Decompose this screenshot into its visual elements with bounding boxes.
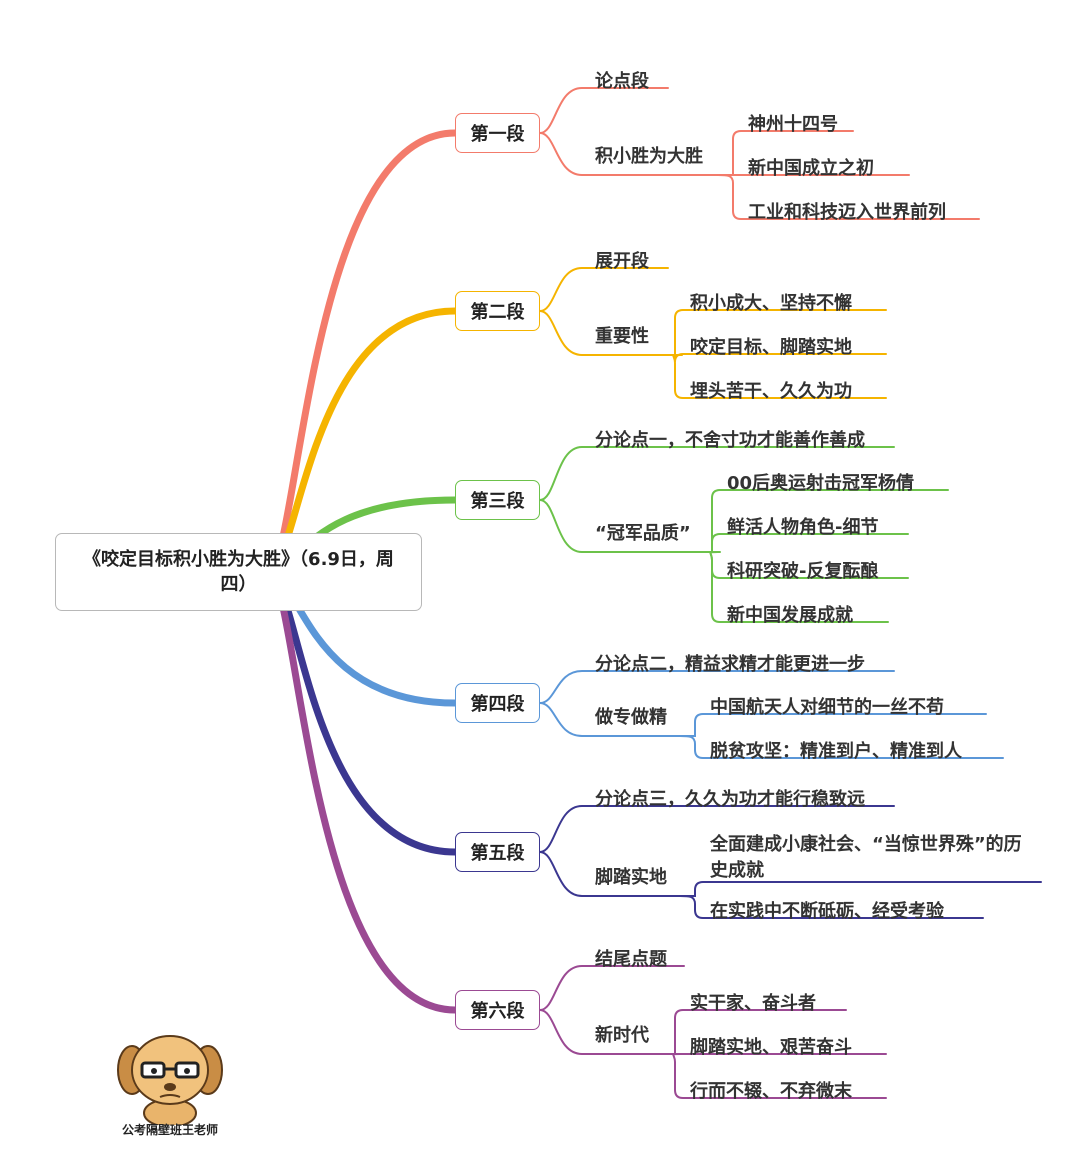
root-title: 《咬定目标积小胜为大胜》（6.9日，周四） bbox=[83, 549, 394, 595]
section-1-child-1[interactable]: 新中国成立之初 bbox=[748, 158, 874, 179]
section-6-child-2-connector bbox=[672, 1053, 887, 1099]
section-5-root-connector bbox=[266, 568, 459, 856]
section-2-item-0[interactable]: 展开段 bbox=[595, 251, 649, 272]
section-5-child-0-connector bbox=[679, 881, 1042, 897]
section-3-item-0[interactable]: 分论点一，不舍寸功才能善作善成 bbox=[595, 430, 865, 451]
section-1-item-1-connector bbox=[539, 132, 721, 176]
section-2-child-0[interactable]: 积小成大、坚持不懈 bbox=[690, 293, 852, 314]
section-3-label: 第三段 bbox=[470, 491, 525, 512]
section-4-node[interactable]: 第四段 bbox=[455, 683, 540, 723]
section-5-node[interactable]: 第五段 bbox=[455, 832, 540, 872]
brand-caption: 公考隔壁班王老师 bbox=[121, 1123, 218, 1137]
root-topic[interactable]: 《咬定目标积小胜为大胜》（6.9日，周四） bbox=[55, 533, 422, 611]
section-6-item-0-connector bbox=[539, 965, 685, 1011]
section-1-item-1[interactable]: 积小胜为大胜 bbox=[595, 146, 703, 167]
section-2-child-2-connector bbox=[672, 354, 887, 399]
section-5-item-1-connector bbox=[539, 851, 683, 897]
section-2-child-2[interactable]: 埋头苦干、久久为功 bbox=[690, 381, 852, 402]
section-6-node[interactable]: 第六段 bbox=[455, 990, 540, 1030]
cartoon-dog-with-glasses-icon bbox=[117, 1035, 223, 1125]
section-2-item-1-connector bbox=[539, 310, 683, 356]
section-3-node[interactable]: 第三段 bbox=[455, 480, 540, 520]
section-4-item-0[interactable]: 分论点二，精益求精才能更进一步 bbox=[595, 654, 865, 675]
section-1-node[interactable]: 第一段 bbox=[455, 113, 540, 153]
section-5-child-1[interactable]: 在实践中不断砥砺、经受考验 bbox=[710, 901, 944, 922]
section-2-node[interactable]: 第二段 bbox=[455, 291, 540, 331]
section-6-item-1[interactable]: 新时代 bbox=[595, 1025, 649, 1046]
section-3-item-1[interactable]: “冠军品质” bbox=[595, 523, 691, 544]
section-3-item-1-connector bbox=[539, 499, 721, 553]
section-6-child-2[interactable]: 行而不辍、不弃微末 bbox=[690, 1081, 852, 1102]
section-2-item-0-connector bbox=[539, 267, 669, 312]
section-5-item-0-connector bbox=[539, 805, 895, 853]
section-2-item-1[interactable]: 重要性 bbox=[595, 326, 649, 347]
section-1-child-0[interactable]: 神州十四号 bbox=[748, 114, 838, 135]
section-1-child-2[interactable]: 工业和科技迈入世界前列 bbox=[748, 202, 946, 223]
section-5-child-0[interactable]: 全面建成小康社会、“当惊世界殊”的历史成就 bbox=[710, 834, 1022, 881]
section-5-label: 第五段 bbox=[470, 843, 525, 864]
section-1-item-0-connector bbox=[539, 87, 669, 134]
section-1-item-0[interactable]: 论点段 bbox=[595, 71, 649, 92]
section-4-label: 第四段 bbox=[470, 694, 525, 715]
section-3-child-0[interactable]: 00后奥运射击冠军杨倩 bbox=[727, 473, 915, 494]
section-5-child-1-connector bbox=[679, 895, 984, 919]
section-4-child-1-connector bbox=[679, 735, 1004, 759]
section-3-child-1[interactable]: 鲜活人物角色-细节 bbox=[727, 517, 879, 538]
section-6-child-0[interactable]: 实干家、奋斗者 bbox=[690, 993, 816, 1014]
section-3-item-0-connector bbox=[539, 446, 895, 501]
section-2-label: 第二段 bbox=[470, 302, 525, 323]
section-4-item-1[interactable]: 做专做精 bbox=[595, 707, 667, 728]
section-6-item-1-connector bbox=[539, 1009, 683, 1055]
section-3-child-2[interactable]: 科研突破-反复酝酿 bbox=[727, 561, 879, 582]
section-1-child-2-connector bbox=[717, 174, 980, 220]
section-6-item-0[interactable]: 结尾点题 bbox=[595, 949, 667, 970]
section-4-item-0-connector bbox=[539, 670, 895, 704]
section-5-item-1[interactable]: 脚踏实地 bbox=[595, 867, 667, 888]
section-3-child-3-connector bbox=[709, 551, 889, 623]
section-6-child-1[interactable]: 脚踏实地、艰苦奋斗 bbox=[690, 1037, 852, 1058]
section-1-label: 第一段 bbox=[470, 124, 525, 145]
section-5-item-0[interactable]: 分论点三，久久为功才能行稳致远 bbox=[595, 789, 865, 810]
section-4-child-1[interactable]: 脱贫攻坚：精准到户、精准到人 bbox=[710, 741, 962, 762]
section-4-child-0[interactable]: 中国航天人对细节的一丝不苟 bbox=[710, 697, 944, 718]
section-6-label: 第六段 bbox=[470, 1001, 525, 1022]
section-3-child-3[interactable]: 新中国发展成就 bbox=[727, 605, 853, 626]
section-2-child-1[interactable]: 咬定目标、脚踏实地 bbox=[690, 337, 852, 358]
section-4-item-1-connector bbox=[539, 702, 683, 737]
